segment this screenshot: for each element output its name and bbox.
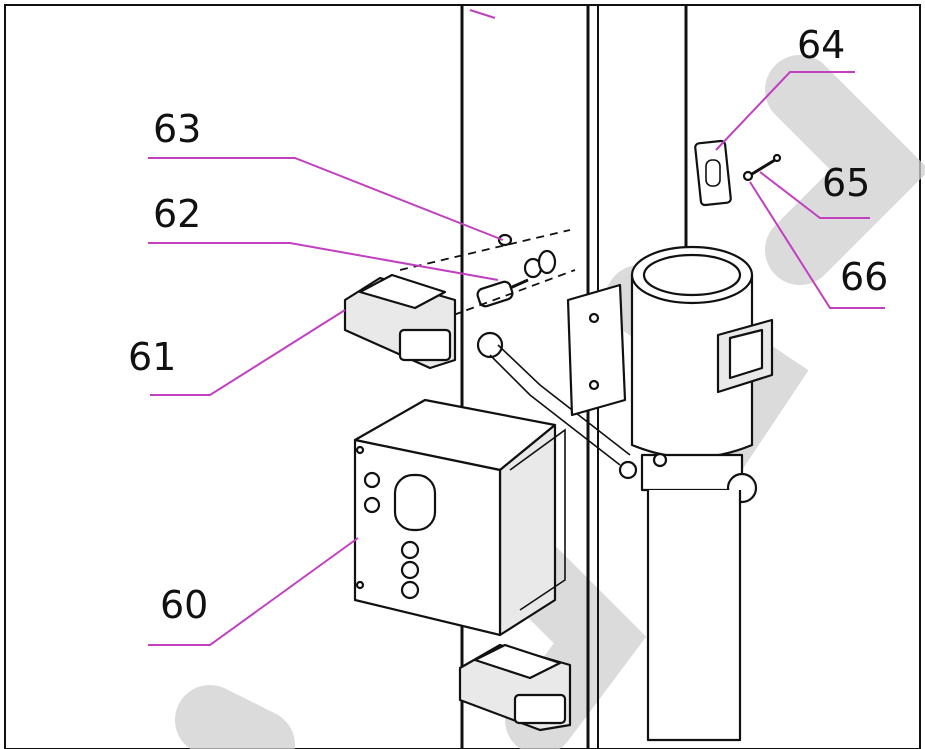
callout-61: 61 xyxy=(128,335,176,379)
callout-65: 65 xyxy=(822,161,870,205)
part-62-bolt xyxy=(476,278,529,308)
part-61-limit-switch xyxy=(343,273,504,370)
cable-arm xyxy=(489,344,638,480)
hydraulic-motor xyxy=(630,245,774,459)
part-60-control-box xyxy=(353,398,566,637)
callout-66: 66 xyxy=(840,255,888,299)
part-64-cover-plate xyxy=(694,139,732,207)
callout-64: 64 xyxy=(797,23,845,67)
watermark xyxy=(175,55,925,749)
pump-manifold xyxy=(640,452,758,504)
lower-limit-switch xyxy=(458,643,572,732)
callout-63: 63 xyxy=(153,107,201,151)
callout-62: 62 xyxy=(153,192,201,236)
assembly-lines xyxy=(399,229,576,321)
callout-60: 60 xyxy=(160,583,208,627)
motor-bracket xyxy=(566,283,627,417)
leader-lines xyxy=(148,71,885,646)
part-63-nut xyxy=(497,233,557,279)
part-66-washer xyxy=(742,170,754,182)
oil-tank xyxy=(646,490,742,742)
callout-labels: 63 62 61 60 64 65 66 xyxy=(128,23,888,627)
part-65-screw xyxy=(751,153,782,176)
